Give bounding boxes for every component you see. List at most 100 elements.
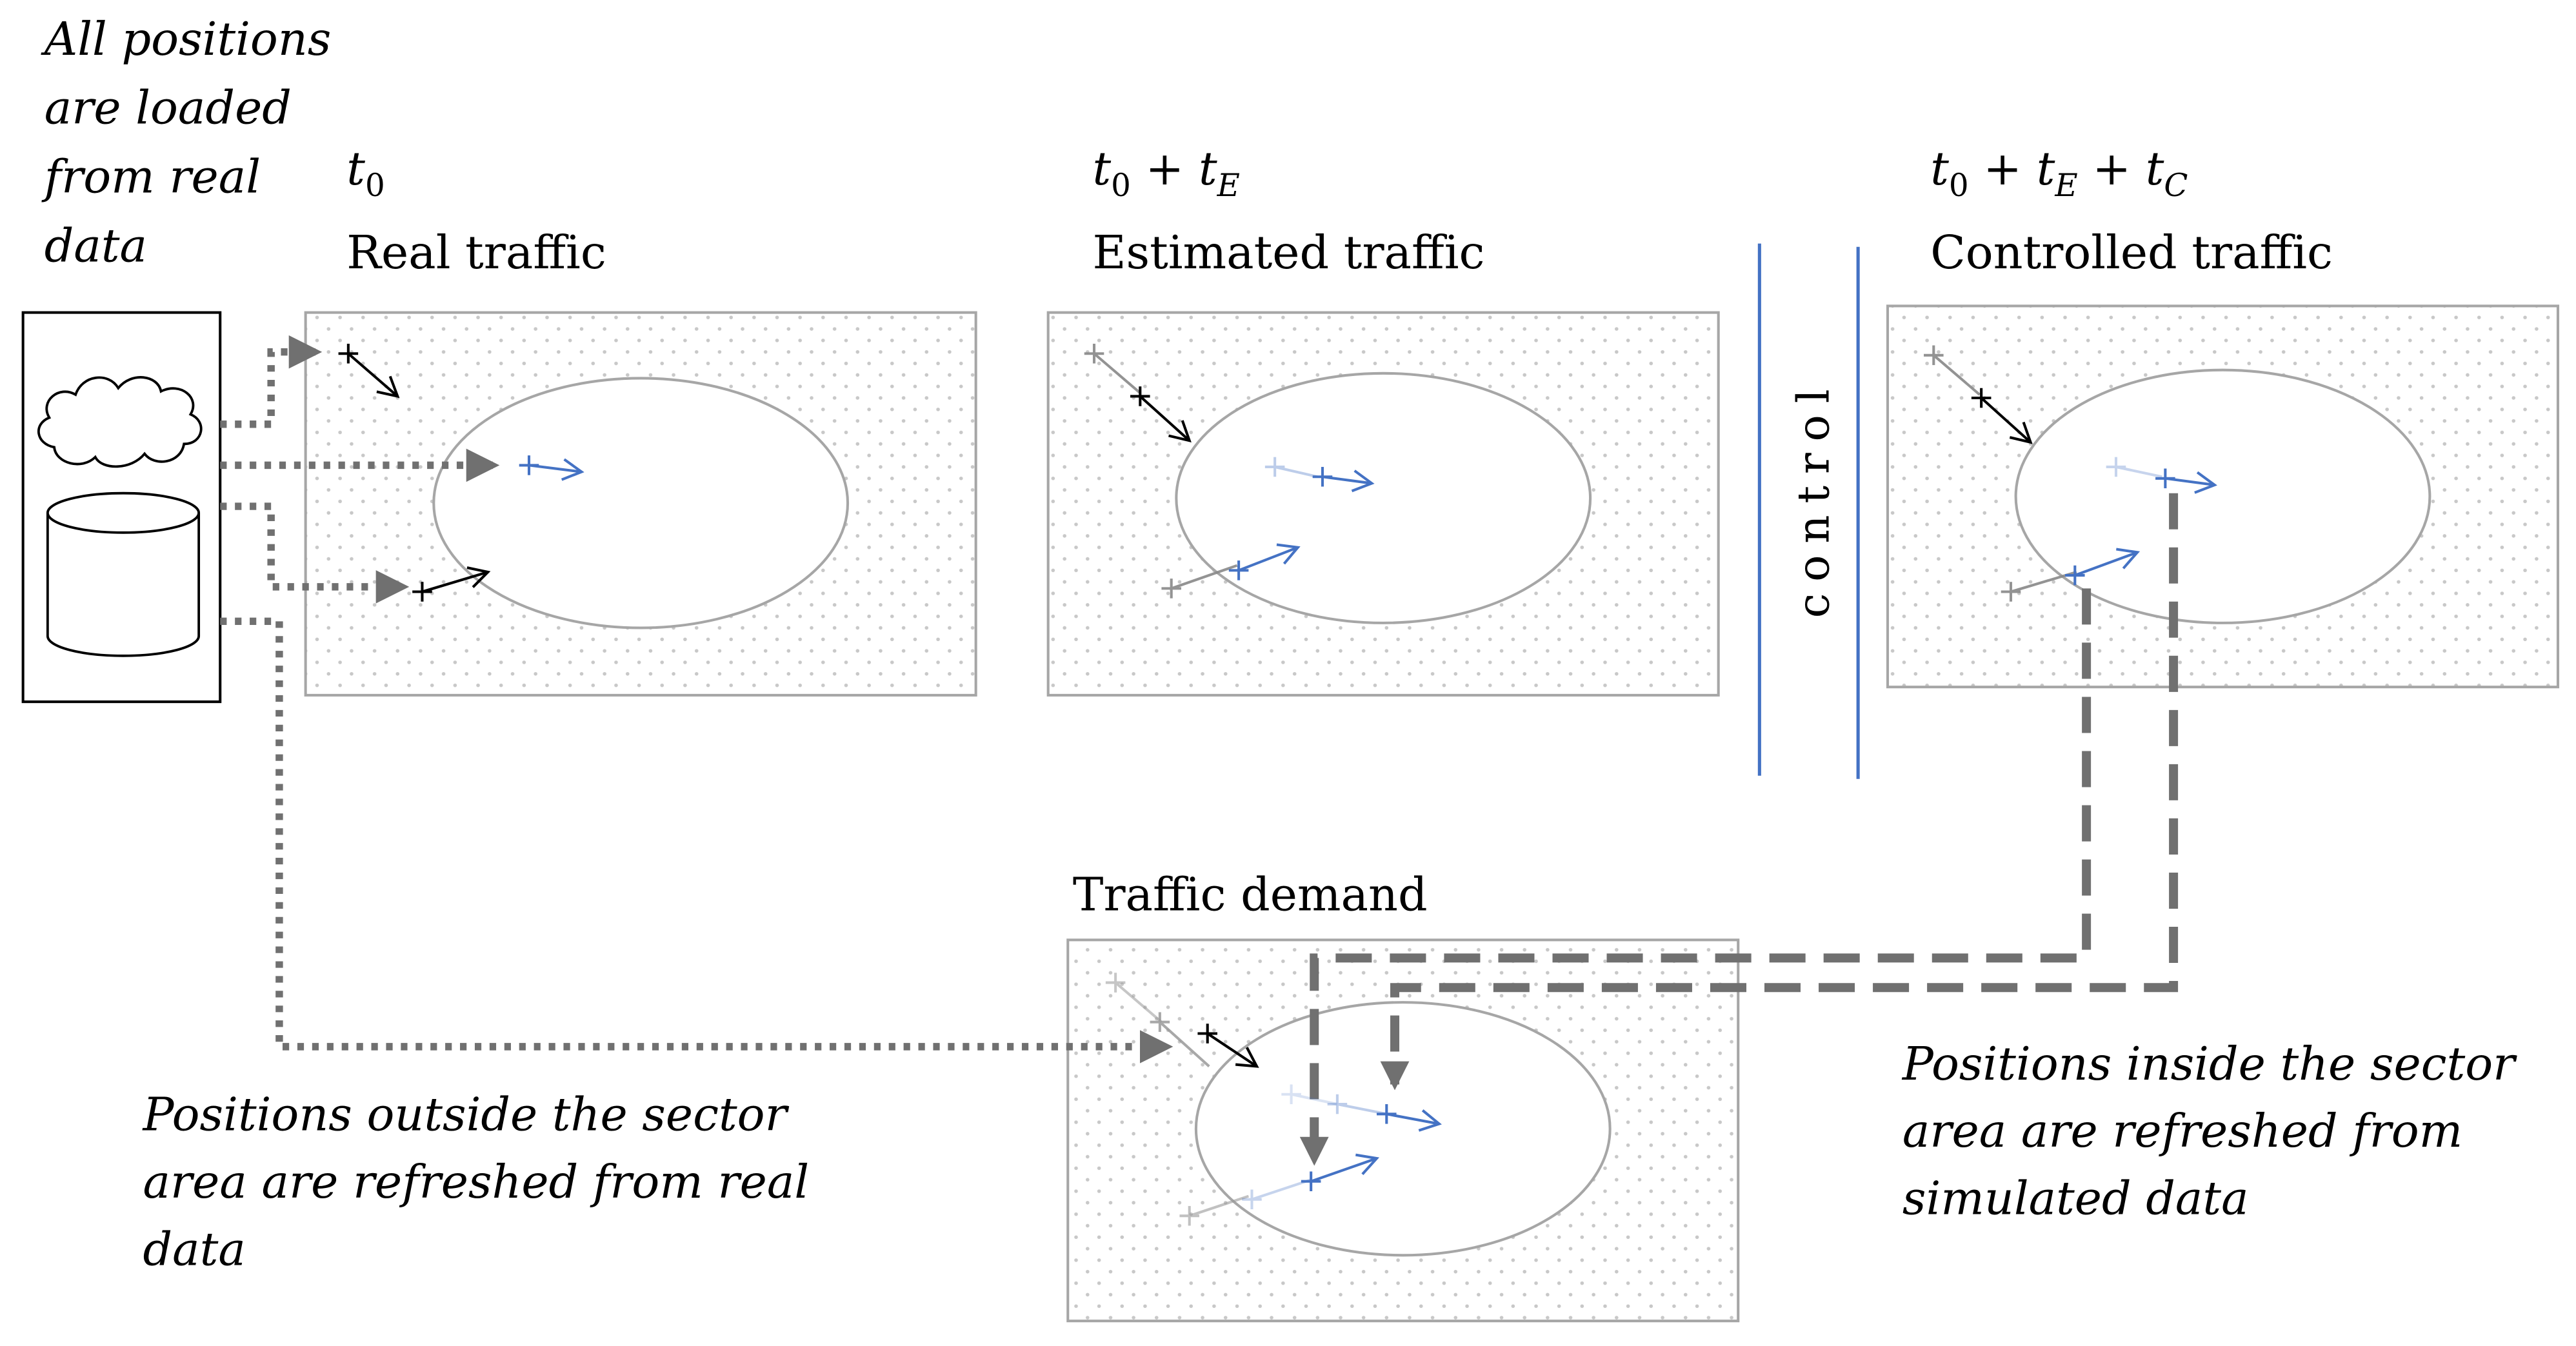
panel-estimated-traffic: t0 + tE Estimated traffic xyxy=(1046,142,1720,697)
aircraft-cross-icon xyxy=(1242,1178,1312,1209)
velocity-vector xyxy=(528,464,582,473)
inside-note-line-3: simulated data xyxy=(1902,1172,2249,1225)
outside-note-line-3: data xyxy=(143,1223,246,1276)
controlled-time-t: t xyxy=(1930,142,1949,195)
feed-arrow-demand xyxy=(220,617,1173,1064)
aircraft-cross-icon xyxy=(1971,388,2033,444)
real-time-label: t0 xyxy=(346,142,384,204)
velocity-arrowhead xyxy=(2009,421,2033,444)
velocity-vector xyxy=(1386,1113,1440,1125)
aircraft-cross-icon xyxy=(2155,468,2217,494)
aircraft-cross-icon xyxy=(2106,457,2162,479)
aircraft-cross-icon xyxy=(412,566,491,602)
feed-arrow-outer-top xyxy=(220,335,323,428)
outside-note: Positions outside the sector area are re… xyxy=(142,1088,810,1276)
loaded-note-line-2: are loaded xyxy=(45,81,292,135)
real-time-sub: 0 xyxy=(365,168,385,204)
aircraft-cross-icon xyxy=(1161,564,1238,599)
aircraft-cross-icon xyxy=(1197,1024,1259,1068)
loaded-note-line-4: data xyxy=(45,219,147,273)
velocity-vector xyxy=(1274,465,1318,479)
controlled-title: Controlled traffic xyxy=(1930,226,2333,279)
return-arrow-upper-aircraft xyxy=(1380,493,2179,1091)
velocity-vector xyxy=(2165,477,2215,486)
velocity-vector xyxy=(1159,1021,1210,1067)
control-label: control xyxy=(1788,377,1839,618)
velocity-vector xyxy=(1310,1157,1377,1183)
velocity-arrowhead xyxy=(1235,1047,1259,1068)
velocity-vector xyxy=(1980,397,2032,444)
return-arrow-lower-aircraft xyxy=(1299,588,2092,1166)
controlled-time-label: t0 + tE + tC xyxy=(1930,142,2188,204)
estimated-time-rest: + t xyxy=(1131,142,1217,195)
loaded-note-line-3: from real xyxy=(41,150,261,204)
aircraft-cross-icon xyxy=(1327,1094,1387,1116)
velocity-arrowhead xyxy=(561,458,584,481)
real-time-t: t xyxy=(346,142,365,195)
velocity-arrowhead xyxy=(1276,543,1301,565)
aircraft-cross-icon xyxy=(519,455,584,481)
velocity-arrowhead xyxy=(2116,548,2141,569)
estimated-time-t: t xyxy=(1092,142,1111,195)
controlled-time-sub2: E xyxy=(2054,168,2077,204)
real-title: Real traffic xyxy=(346,226,606,279)
velocity-arrowhead xyxy=(1351,470,1375,493)
inside-note-line-2: area are refreshed from xyxy=(1902,1104,2462,1158)
aircraft-cross-icon xyxy=(1084,343,1141,394)
outside-note-line-1: Positions outside the sector xyxy=(142,1088,790,1142)
velocity-arrowhead xyxy=(2194,471,2217,494)
velocity-arrowhead xyxy=(466,566,491,588)
velocity-vector xyxy=(421,570,488,593)
velocity-vector xyxy=(347,352,399,397)
estimated-sector-ellipse xyxy=(1175,371,1592,624)
velocity-vector xyxy=(1251,1178,1312,1201)
estimated-title: Estimated traffic xyxy=(1092,226,1484,279)
aircraft-cross-icon xyxy=(1924,345,1981,396)
panel-real-traffic: t0 Real traffic xyxy=(304,142,977,697)
estimated-time-label: t0 + tE xyxy=(1092,142,1239,204)
aircraft-cross-icon xyxy=(1150,1012,1210,1067)
panel-traffic-demand: Traffic demand xyxy=(1066,868,1740,1323)
aircraft-cross-icon xyxy=(1301,1153,1380,1191)
panel-controlled-traffic: t0 + tE + tC Controlled traffic xyxy=(1886,142,2560,689)
velocity-vector xyxy=(2074,551,2138,577)
velocity-vector xyxy=(1932,354,1981,396)
outside-note-line-2: area are refreshed from real xyxy=(143,1155,810,1209)
controlled-time-sub3: C xyxy=(2164,168,2188,204)
controlled-sector-ellipse xyxy=(2014,368,2431,624)
simulated-data-return-arrows xyxy=(1299,493,2179,1166)
aircraft-cross-icon xyxy=(1281,1084,1338,1106)
velocity-arrowhead xyxy=(376,375,400,399)
aircraft-cross-icon xyxy=(1228,543,1301,580)
feed-arrow-outer-bottom xyxy=(220,502,410,604)
velocity-vector xyxy=(2115,465,2162,479)
velocity-arrowhead xyxy=(1168,420,1192,443)
velocity-arrowhead xyxy=(1355,1153,1380,1175)
velocity-vector xyxy=(1171,564,1238,590)
demand-sector-ellipse xyxy=(1194,1001,1612,1257)
aircraft-layer xyxy=(338,343,2217,1226)
velocity-vector xyxy=(1114,982,1163,1024)
aircraft-cross-icon xyxy=(1377,1104,1442,1132)
controlled-time-sub: 0 xyxy=(1949,168,1969,204)
aircraft-cross-icon xyxy=(338,343,400,399)
data-source-box xyxy=(21,311,222,704)
aircraft-cross-icon xyxy=(1179,1194,1250,1226)
loaded-note-line-1: All positions xyxy=(41,12,332,66)
controlled-time-rest2: + t xyxy=(2078,142,2164,195)
velocity-vector xyxy=(1093,352,1141,394)
velocity-vector xyxy=(1322,475,1372,485)
real-sector-ellipse xyxy=(432,377,850,629)
database-cylinder-icon xyxy=(46,491,201,657)
velocity-vector xyxy=(1139,395,1191,442)
controlled-time-rest: + t xyxy=(1969,142,2055,195)
velocity-vector xyxy=(1337,1103,1387,1116)
aircraft-cross-icon xyxy=(1264,457,1318,479)
velocity-vector xyxy=(1206,1032,1258,1068)
aircraft-cross-icon xyxy=(1130,386,1192,443)
estimated-time-sub2: E xyxy=(1217,168,1240,204)
velocity-vector xyxy=(1291,1093,1338,1106)
inside-note-line-1: Positions inside the sector xyxy=(1901,1037,2517,1091)
